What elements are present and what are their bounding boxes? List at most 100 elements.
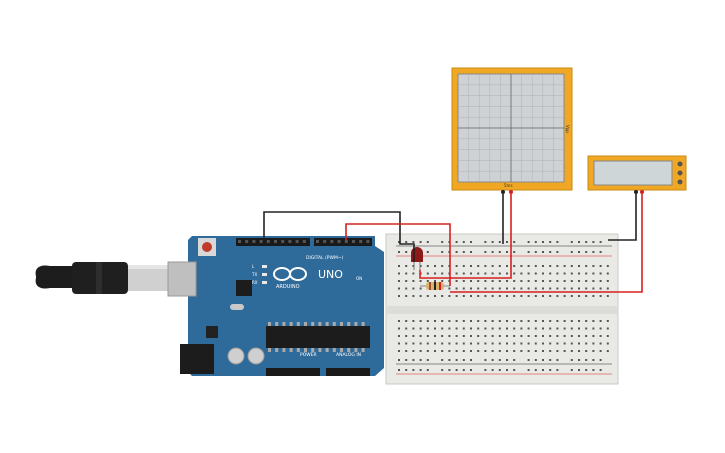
breadboard-hole[interactable] — [405, 320, 408, 322]
breadboard-hole[interactable] — [491, 320, 494, 322]
breadboard-hole[interactable] — [578, 350, 580, 352]
breadboard-hole[interactable] — [462, 265, 465, 267]
breadboard-hole[interactable] — [585, 327, 588, 330]
breadboard-hole[interactable] — [534, 342, 537, 345]
breadboard-hole[interactable] — [556, 287, 559, 290]
header-pin[interactable] — [274, 240, 277, 243]
rail-hole[interactable] — [592, 369, 595, 371]
breadboard-hole[interactable] — [398, 295, 400, 297]
rail-hole[interactable] — [405, 241, 408, 243]
rail-hole[interactable] — [513, 369, 516, 371]
rail-hole[interactable] — [412, 241, 415, 243]
breadboard-hole[interactable] — [585, 320, 588, 322]
breadboard-hole[interactable] — [513, 335, 516, 337]
rail-hole[interactable] — [470, 251, 472, 253]
rail-hole[interactable] — [484, 359, 487, 361]
breadboard-hole[interactable] — [412, 295, 415, 297]
breadboard-hole[interactable] — [419, 265, 422, 267]
rail-hole[interactable] — [556, 241, 559, 243]
rail-hole[interactable] — [556, 369, 559, 371]
breadboard-hole[interactable] — [484, 320, 487, 322]
breadboard-hole[interactable] — [599, 327, 602, 330]
header-pin[interactable] — [344, 240, 348, 243]
breadboard-hole[interactable] — [549, 272, 552, 275]
rail-hole[interactable] — [527, 369, 530, 371]
rail-hole[interactable] — [462, 241, 465, 243]
breadboard-hole[interactable] — [470, 342, 472, 345]
rail-hole[interactable] — [441, 241, 444, 243]
breadboard-hole[interactable] — [434, 342, 436, 345]
multimeter-probe-positive[interactable] — [640, 190, 644, 194]
breadboard-hole[interactable] — [448, 327, 451, 330]
breadboard-hole[interactable] — [585, 335, 588, 337]
breadboard-hole[interactable] — [484, 342, 487, 345]
breadboard-hole[interactable] — [592, 295, 595, 297]
breadboard-hole[interactable] — [462, 295, 465, 297]
breadboard-hole[interactable] — [455, 280, 458, 282]
breadboard-hole[interactable] — [542, 280, 544, 282]
breadboard-hole[interactable] — [527, 272, 530, 275]
breadboard-hole[interactable] — [419, 342, 422, 345]
breadboard-hole[interactable] — [426, 342, 429, 345]
rail-hole[interactable] — [556, 359, 559, 361]
breadboard-hole[interactable] — [534, 320, 537, 322]
breadboard-hole[interactable] — [506, 342, 508, 345]
rail-hole[interactable] — [599, 359, 602, 361]
breadboard-hole[interactable] — [506, 335, 508, 337]
breadboard-hole[interactable] — [520, 320, 523, 322]
breadboard-hole[interactable] — [542, 335, 544, 337]
header-pin[interactable] — [302, 240, 306, 243]
breadboard-hole[interactable] — [484, 295, 487, 297]
rail-hole[interactable] — [405, 369, 408, 371]
rail-hole[interactable] — [412, 359, 415, 361]
rail-hole[interactable] — [599, 369, 602, 371]
breadboard-hole[interactable] — [434, 320, 436, 322]
breadboard-hole[interactable] — [462, 335, 465, 337]
breadboard-hole[interactable] — [484, 272, 487, 275]
breadboard-hole[interactable] — [527, 265, 530, 267]
rail-hole[interactable] — [455, 251, 458, 253]
breadboard-hole[interactable] — [455, 272, 458, 275]
breadboard-hole[interactable] — [491, 327, 494, 330]
header-pin[interactable] — [352, 240, 355, 243]
breadboard-hole[interactable] — [606, 280, 609, 282]
breadboard-hole[interactable] — [513, 320, 516, 322]
breadboard-hole[interactable] — [441, 327, 444, 330]
breadboard-hole[interactable] — [563, 287, 566, 290]
breadboard-hole[interactable] — [599, 272, 602, 275]
breadboard-hole[interactable] — [498, 342, 501, 345]
rail-hole[interactable] — [513, 251, 516, 253]
breadboard-hole[interactable] — [549, 320, 552, 322]
breadboard-hole[interactable] — [398, 272, 400, 275]
rail-hole[interactable] — [419, 241, 422, 243]
breadboard-hole[interactable] — [398, 327, 400, 330]
breadboard-hole[interactable] — [426, 295, 429, 297]
breadboard-hole[interactable] — [542, 327, 544, 330]
breadboard-hole[interactable] — [491, 265, 494, 267]
breadboard-hole[interactable] — [513, 327, 516, 330]
breadboard-hole[interactable] — [405, 295, 408, 297]
arduino-uno-board[interactable]: UNO ARDUINO DIGITAL (PWM~) POWER ANALOG … — [167, 236, 384, 376]
breadboard-hole[interactable] — [570, 327, 573, 330]
rail-hole[interactable] — [527, 359, 530, 361]
breadboard-hole[interactable] — [549, 335, 552, 337]
breadboard-hole[interactable] — [477, 265, 480, 267]
breadboard-hole[interactable] — [513, 342, 516, 345]
breadboard-hole[interactable] — [405, 342, 408, 345]
rail-hole[interactable] — [585, 251, 588, 253]
oscilloscope-probe-negative[interactable] — [501, 190, 505, 194]
breadboard-hole[interactable] — [462, 350, 465, 352]
breadboard-hole[interactable] — [498, 335, 501, 337]
breadboard-hole[interactable] — [542, 350, 544, 352]
breadboard-hole[interactable] — [563, 342, 566, 345]
breadboard-hole[interactable] — [570, 280, 573, 282]
rail-hole[interactable] — [412, 369, 415, 371]
breadboard-hole[interactable] — [484, 327, 487, 330]
breadboard-hole[interactable] — [491, 280, 494, 282]
breadboard-hole[interactable] — [520, 327, 523, 330]
rail-hole[interactable] — [462, 369, 465, 371]
multimeter-knob-icon[interactable] — [677, 161, 683, 167]
rail-hole[interactable] — [441, 251, 444, 253]
breadboard-hole[interactable] — [498, 272, 501, 275]
header-pin[interactable] — [295, 240, 299, 243]
